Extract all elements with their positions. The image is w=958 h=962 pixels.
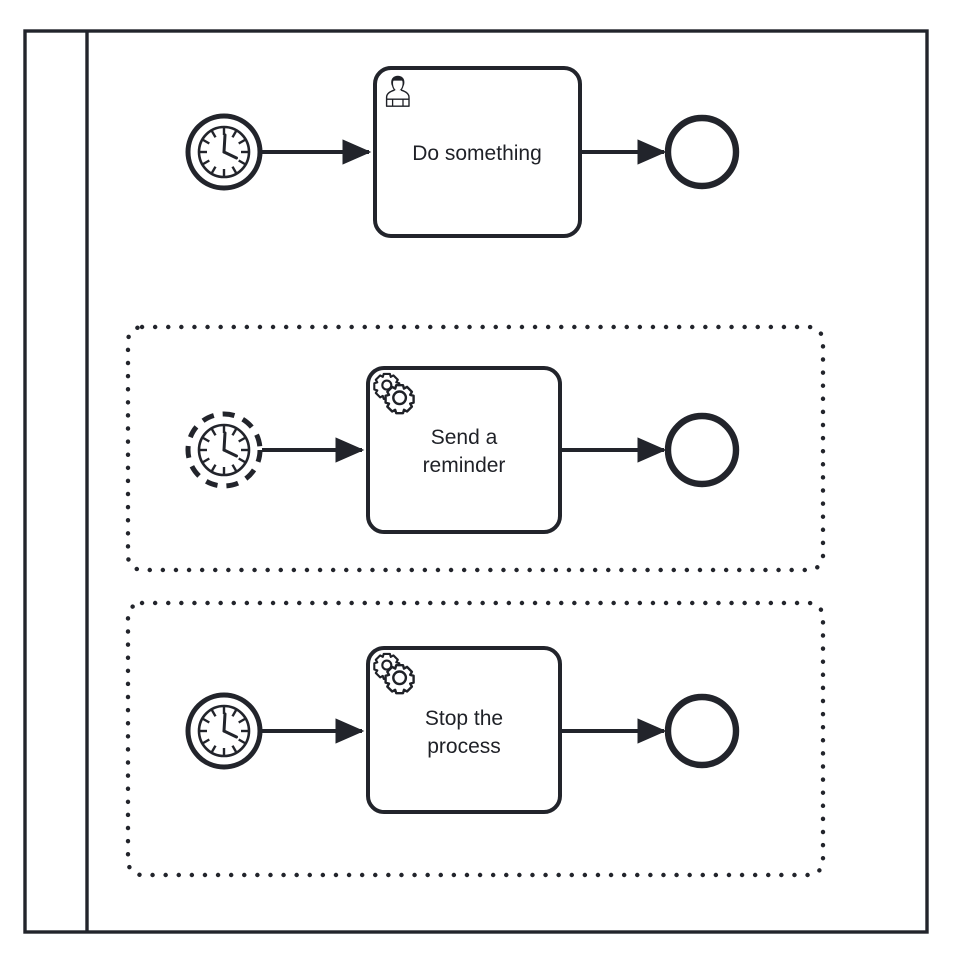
service-task-label-line-2: reminder [423, 454, 506, 477]
timer-start-event[interactable] [188, 695, 260, 767]
clock-icon [188, 414, 260, 486]
end-circle-icon [664, 693, 740, 769]
timer-start-event-non-interrupting[interactable] [188, 414, 260, 486]
user-task-label: Do something [412, 142, 542, 165]
group-send-reminder[interactable] [125, 324, 826, 573]
end-event[interactable] [664, 693, 740, 769]
end-event[interactable] [664, 412, 740, 488]
clock-icon [188, 695, 260, 767]
row-3: Stop the process [125, 600, 826, 878]
service-task-label-line-1: Send a [431, 426, 498, 449]
end-event[interactable] [664, 114, 740, 190]
service-task[interactable]: Send a reminder [366, 366, 562, 534]
row-1: Do something [188, 66, 740, 238]
end-circle-icon [664, 114, 740, 190]
end-circle-icon [664, 412, 740, 488]
timer-start-event[interactable] [188, 116, 260, 188]
service-task[interactable]: Stop the process [366, 646, 562, 814]
group-stop-process[interactable] [125, 600, 826, 878]
row-2: Send a reminder [125, 324, 826, 573]
clock-icon [188, 116, 260, 188]
service-task-label-line-1: Stop the [425, 707, 503, 730]
user-task[interactable]: Do something [373, 66, 582, 238]
service-task-label-line-2: process [427, 735, 501, 758]
